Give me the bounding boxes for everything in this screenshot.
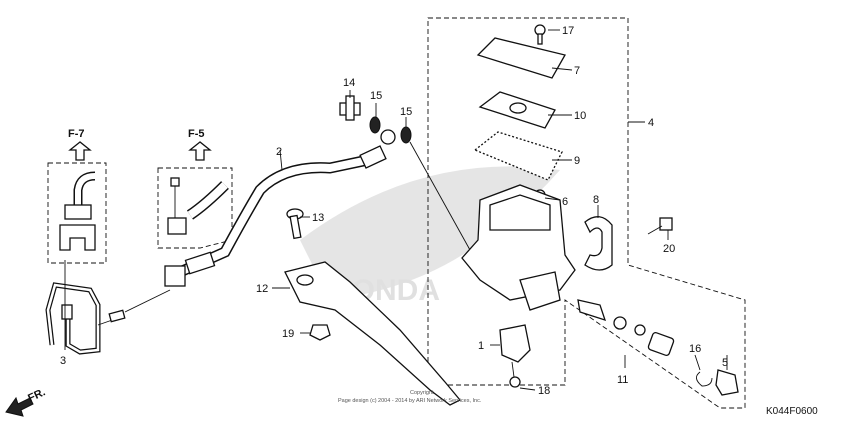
banjo-eye [380,129,396,145]
f7-frame [47,162,107,264]
piston-seal [634,324,646,336]
callout-20: 20 [663,243,675,255]
lever-pivot-bolt [286,208,304,240]
assembly-frame-outline [427,17,746,409]
f5-label: F-5 [188,128,205,140]
callout-9: 9 [574,155,580,167]
hose-end-block [164,265,186,287]
callout-2: 2 [276,146,282,158]
front-direction-indicator: FR. [5,386,47,417]
callout-12: 12 [256,283,268,295]
callout-6: 6 [562,196,568,208]
callout-5: 5 [722,357,728,369]
f5-frame [157,167,233,249]
master-cylinder-holder [584,216,613,271]
plate-hole [509,102,527,114]
copyright-line2: Page design (c) 2004 - 2014 by ARI Netwo… [338,398,482,404]
cap-screw [534,24,546,45]
f5-block [167,217,187,235]
callout-3: 3 [60,355,66,367]
hose-ferrule [184,251,216,275]
leader-lines [64,29,728,391]
up-arrow-icon [68,141,92,161]
callout-8: 8 [593,194,599,206]
fr-label: FR. [26,386,47,404]
piston [647,331,675,357]
callout-10: 10 [574,110,586,122]
hose-banjo [359,145,387,169]
callout-4: 4 [648,117,654,129]
piston-cup [613,316,627,330]
brake-pipe [45,282,101,355]
callout-13: 13 [312,212,324,224]
mounting-ear [519,271,561,311]
reservoir-diaphragm [473,131,563,181]
reservoir-cap [476,37,566,79]
callout-15: 15 [370,90,382,102]
callout-16: 16 [689,343,701,355]
snap-ring [696,371,713,387]
switch-screw [509,376,521,388]
pivot-nut [309,324,331,341]
callout-1: 1 [478,340,484,352]
drawing-code: K044F0600 [766,406,818,417]
callout-15: 15 [400,106,412,118]
brake-lever [284,261,462,406]
lever-pivot-hole [296,274,314,286]
sealing-washer [369,116,381,134]
sealing-washer [400,126,412,144]
piston-boot [715,369,739,396]
f5-bolt [170,177,180,187]
pipe-fitting [108,309,126,323]
f7-clamp [64,204,92,220]
f5-reference: F-5 [157,128,233,249]
callout-19: 19 [282,328,294,340]
f7-label: F-7 [68,128,85,140]
piston-spring [577,299,607,322]
f7-reference: F-7 [47,128,107,264]
f7-bracket [59,224,96,251]
callout-18: 18 [538,385,550,397]
front-arrow-icon [5,396,34,417]
callout-17: 17 [562,25,574,37]
pipe-joint [61,304,73,320]
reservoir-opening [489,194,551,231]
callout-14: 14 [343,77,355,89]
oil-bolt [339,95,361,121]
copyright-line1: Copyright [410,390,434,396]
up-arrow-icon [188,141,212,161]
holder-bolt [647,217,673,235]
callout-7: 7 [574,65,580,77]
callout-11: 11 [617,374,628,386]
stop-switch [499,324,531,363]
